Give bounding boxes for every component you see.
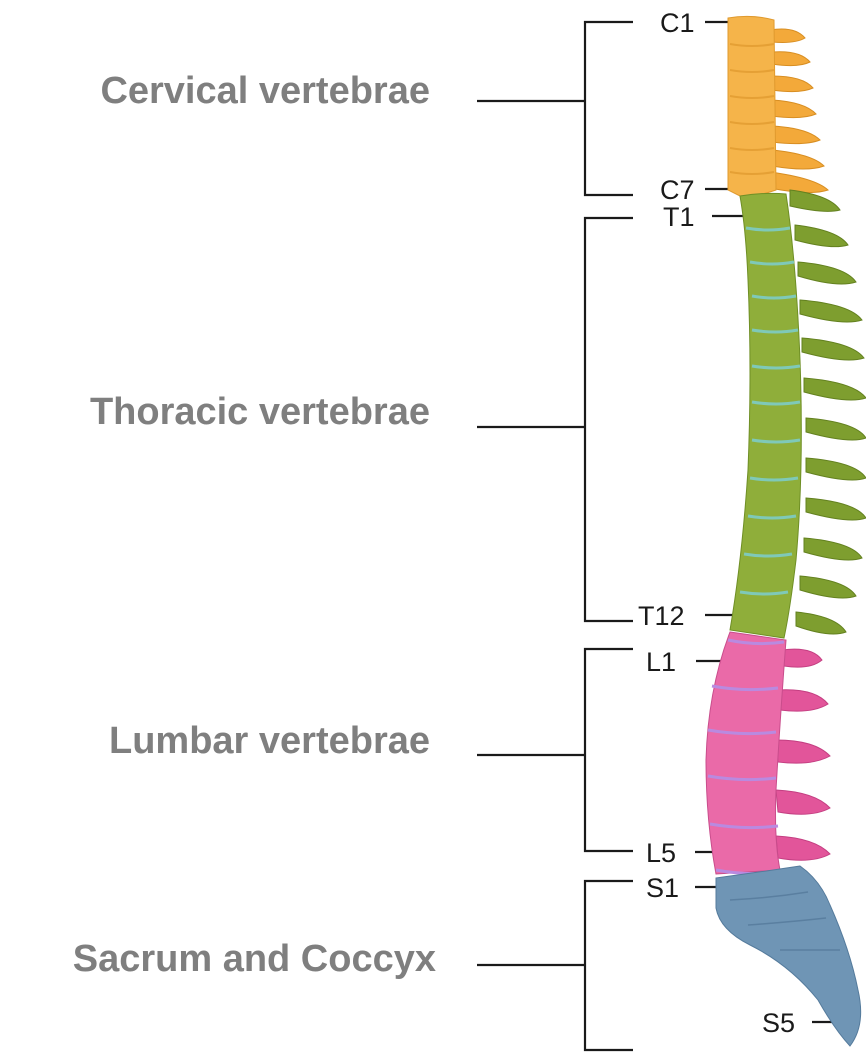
vertebra-label-t12: T12 xyxy=(638,603,685,630)
vertebra-label-l5: L5 xyxy=(646,840,676,867)
vertebra-label-t1: T1 xyxy=(663,204,695,231)
vertebra-label-s1: S1 xyxy=(646,875,679,902)
vertebra-label-c1: C1 xyxy=(660,10,695,37)
vertebra-label-s5: S5 xyxy=(762,1010,795,1037)
lumbar-section xyxy=(706,632,786,874)
thoracic-section xyxy=(730,193,801,638)
cervical-section xyxy=(728,16,776,196)
bracket-lumbar xyxy=(477,649,633,851)
vertebra-label-l1: L1 xyxy=(646,649,676,676)
vertebra-label-c7: C7 xyxy=(660,177,695,204)
bracket-cervical xyxy=(477,22,633,195)
bracket-sacrum-coccyx xyxy=(477,881,633,1050)
bracket-thoracic xyxy=(477,218,633,621)
